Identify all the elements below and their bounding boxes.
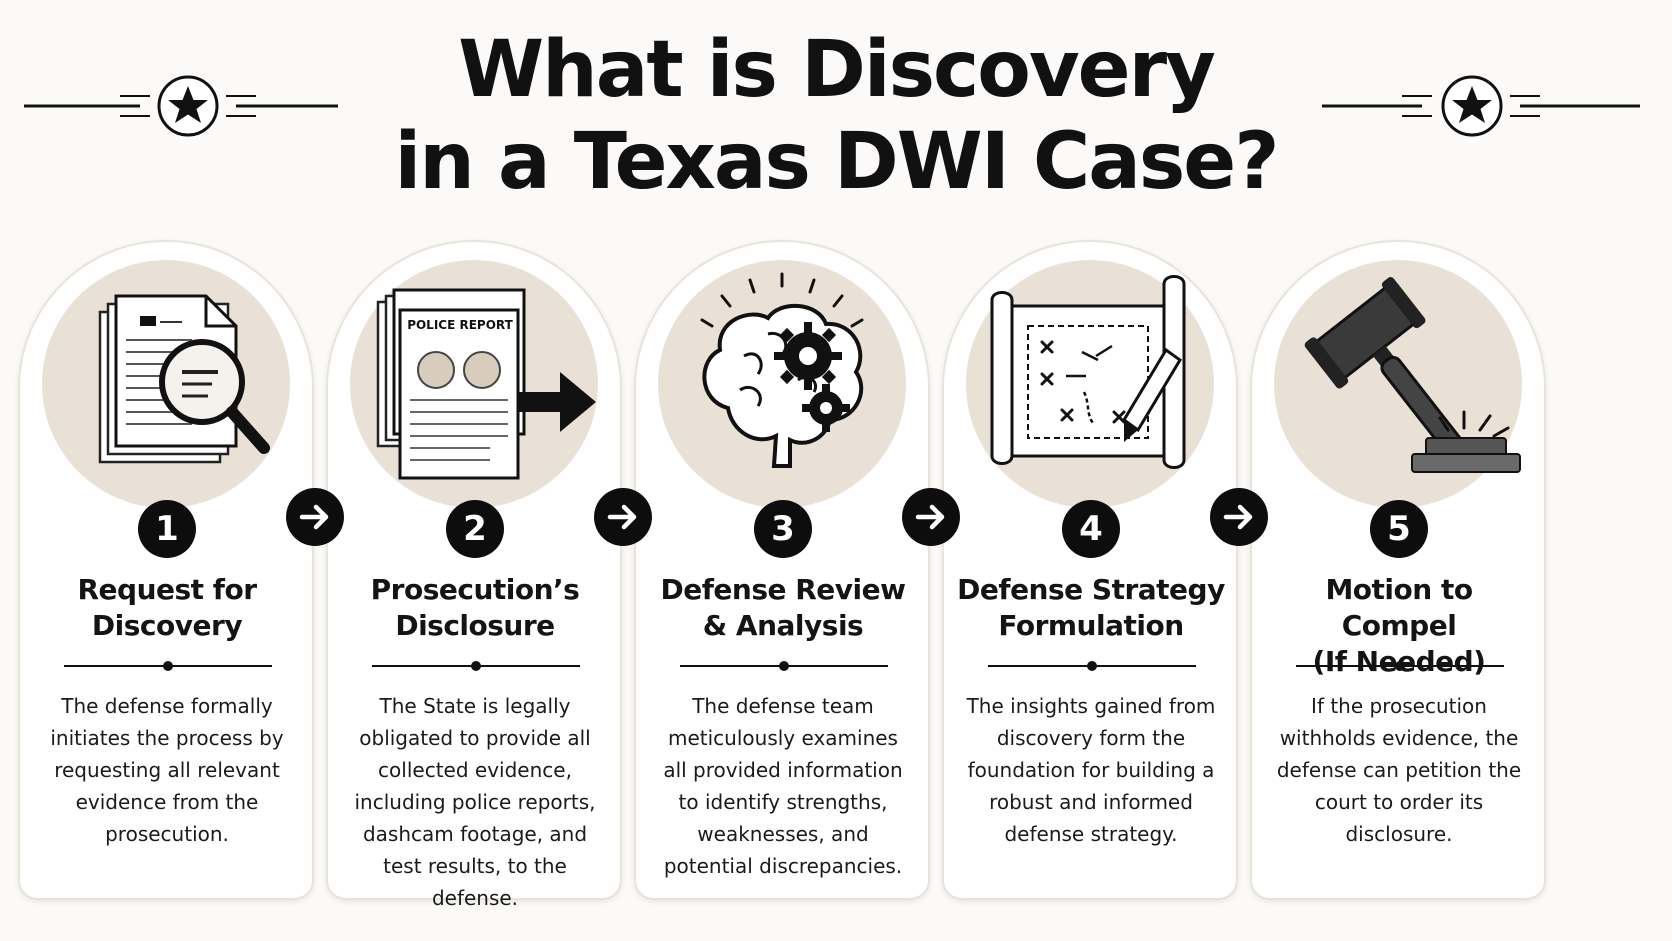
strategy-map-icon: [990, 275, 1186, 469]
divider: [1296, 661, 1504, 671]
step-description: The defense team meticulously examines a…: [663, 694, 903, 878]
divider: [988, 661, 1196, 671]
arrow-right-icon: [594, 488, 652, 546]
page-title: What is Discovery in a Texas DWI Case?: [0, 24, 1672, 208]
step-description: The State is legally obligated to provid…: [354, 694, 596, 910]
step-title-line-1: Defense Review: [660, 573, 907, 606]
document-magnifier-icon: [98, 294, 270, 464]
step-card-1: 1 Request for Discovery The defense form…: [18, 240, 314, 900]
divider: [64, 661, 272, 671]
step-number-badge: 3: [754, 500, 812, 558]
divider: [680, 661, 888, 671]
step-description: The defense formally initiates the proce…: [50, 694, 284, 846]
step-title-line-1: Request for: [77, 573, 257, 606]
gavel-icon: [1304, 277, 1521, 473]
step-description: The insights gained from discovery form …: [966, 694, 1216, 846]
arrow-right-icon: [286, 488, 344, 546]
step-number-badge: 1: [138, 500, 196, 558]
step-number-badge: 5: [1370, 500, 1428, 558]
brain-gears-icon: [700, 272, 864, 468]
step-title: Request for Discovery: [32, 572, 302, 644]
step-3-icon-circle: [658, 260, 906, 508]
step-title: Prosecution’s Disclosure: [340, 572, 610, 644]
step-1-icon-circle: [42, 260, 290, 508]
step-title-line-2: Disclosure: [395, 609, 555, 642]
step-card-3: 3 Defense Review & Analysis The defense …: [634, 240, 930, 900]
arrow-right-icon: [902, 488, 960, 546]
step-title-line-1: Defense Strategy: [957, 573, 1225, 606]
step-card-4: 4 Defense Strategy Formulation The insig…: [942, 240, 1238, 900]
police-report-icon: [376, 288, 596, 480]
star-ornament-right: [1322, 75, 1640, 137]
divider: [372, 661, 580, 671]
step-2-icon-circle: POLICE REPORT: [350, 260, 598, 508]
arrow-right-icon: [1210, 488, 1268, 546]
step-title: Defense Review & Analysis: [648, 572, 918, 644]
step-description: If the prosecution withholds evidence, t…: [1276, 694, 1522, 846]
step-title-line-1: Motion to Compel: [1325, 573, 1473, 642]
step-title: Defense Strategy Formulation: [956, 572, 1226, 644]
title-line-2: in a Texas DWI Case?: [394, 117, 1280, 207]
star-ornament-left: [24, 75, 338, 137]
step-title-line-1: Prosecution’s: [370, 573, 580, 606]
title-line-1: What is Discovery: [458, 25, 1216, 115]
police-report-label: POLICE REPORT: [407, 318, 513, 332]
step-number-badge: 4: [1062, 500, 1120, 558]
step-card-5: 5 Motion to Compel (If Needed) If the pr…: [1250, 240, 1546, 900]
step-title-line-2: Discovery: [91, 609, 243, 642]
step-5-icon-circle: [1274, 260, 1522, 508]
step-title-line-2: & Analysis: [702, 609, 864, 642]
step-number-badge: 2: [446, 500, 504, 558]
step-card-2: POLICE REPORT 2 Prosecution’s Disclosure…: [326, 240, 622, 910]
step-4-icon-circle: [966, 260, 1214, 508]
step-title-line-2: Formulation: [998, 609, 1184, 642]
